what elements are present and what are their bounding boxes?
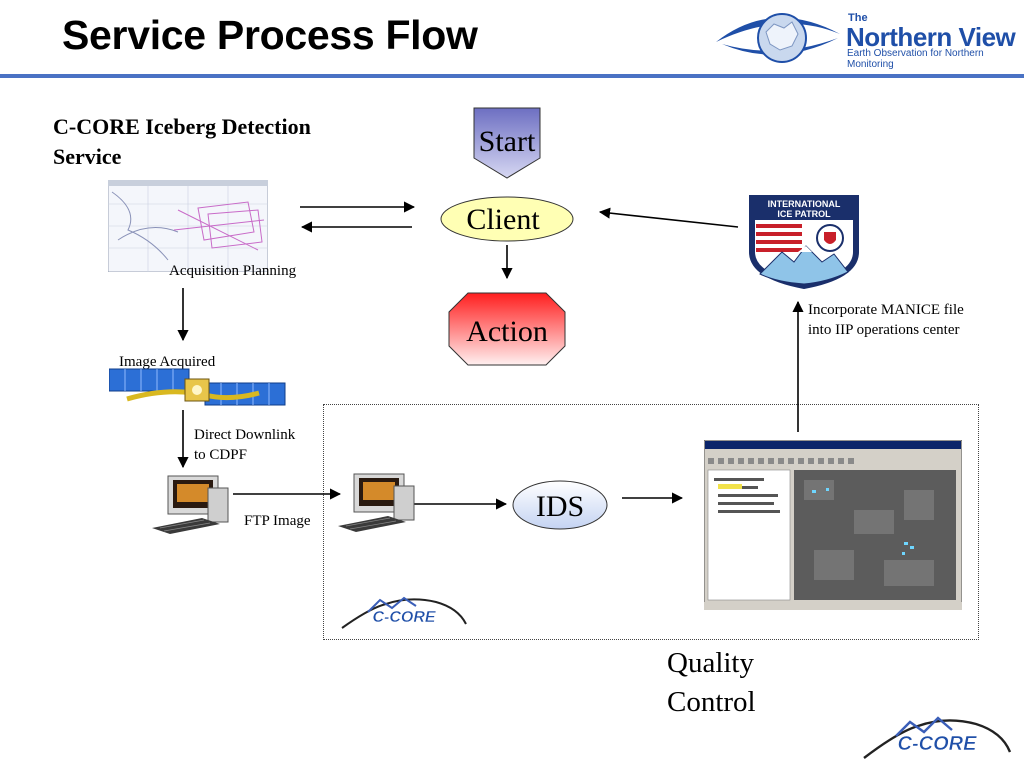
acquisition-planning-caption: Acquisition Planning	[169, 263, 297, 279]
logo-name: Northern View	[846, 22, 1016, 52]
ccore-footer-logo-icon: C-CORE	[863, 716, 1012, 759]
ids-computer-icon	[338, 473, 415, 532]
manice-caption: Incorporate MANICE file into IIP operati…	[808, 300, 964, 340]
service-subtitle: C-CORE Iceberg Detection Service	[53, 112, 311, 172]
start-label: Start	[479, 125, 536, 158]
client-label: Client	[466, 203, 540, 236]
logo-the: The	[848, 12, 868, 24]
action-label: Action	[466, 315, 548, 348]
downlink-caption: Direct Downlink to CDPF	[194, 425, 295, 465]
start-node: Start	[473, 107, 541, 179]
ids-node: IDS	[512, 480, 608, 530]
downlink-line1: Direct Downlink	[194, 427, 296, 443]
ice-patrol-badge-icon: INTERNATIONAL ICE PATROL	[749, 195, 859, 290]
quality-control-label: Quality Control	[667, 644, 756, 722]
ccore-logo-icon: C-CORE	[341, 596, 467, 629]
client-node: Client	[440, 196, 574, 242]
subtitle-line2: Service	[53, 144, 122, 169]
page-title: Service Process Flow	[62, 12, 478, 58]
manice-line1: Incorporate MANICE file	[808, 302, 964, 318]
image-acquired-caption: Image Acquired	[119, 354, 216, 370]
title-divider	[0, 74, 1024, 78]
qc-line1: Quality	[667, 647, 754, 679]
subtitle-line1: C-CORE Iceberg Detection	[53, 114, 311, 139]
acquisition-map-image	[108, 180, 268, 272]
ids-processing-region	[323, 404, 979, 640]
satellite-icon	[109, 368, 286, 406]
iip-line2: ICE PATROL	[777, 209, 831, 219]
qc-line2: Control	[667, 686, 756, 718]
northern-view-logo-icon	[716, 13, 840, 63]
ccore-footer-text: C-CORE	[898, 733, 978, 755]
manice-line2: into IIP operations center	[808, 322, 960, 338]
logo-tagline: Earth Observation for Northern Monitorin…	[847, 48, 984, 70]
action-node: Action	[448, 292, 566, 366]
ids-label: IDS	[536, 490, 584, 523]
ccore-text: C-CORE	[372, 609, 436, 626]
downlink-line2: to CDPF	[194, 447, 247, 463]
quality-control-screenshot	[704, 440, 962, 610]
iip-line1: INTERNATIONAL	[768, 199, 841, 209]
cdpf-computer-icon	[152, 475, 229, 534]
ftp-caption: FTP Image	[244, 513, 311, 529]
arrow-iip-to-client	[598, 207, 739, 228]
